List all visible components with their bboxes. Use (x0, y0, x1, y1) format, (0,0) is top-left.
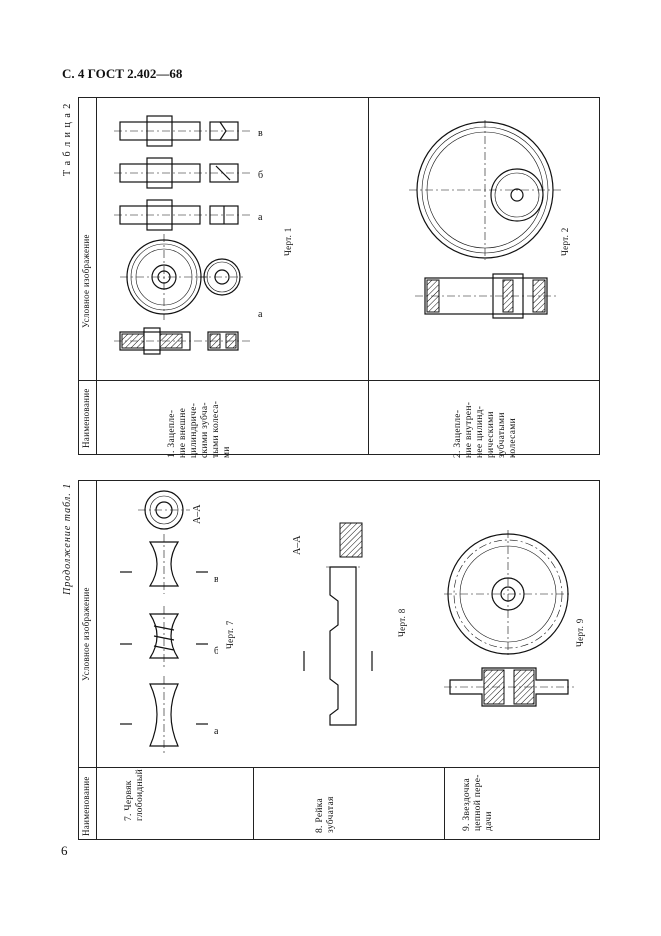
fig-1-letter-a: а (258, 212, 263, 223)
fig-1-letter-v: в (258, 128, 263, 139)
lower-row-9-name: 9. Звездочка цепной пере- дачи (462, 774, 494, 831)
fig-1-drawing: в б а а (112, 112, 272, 357)
upper-col-name-header: Наименование (81, 388, 91, 448)
upper-col-image-header: Условное изображение (81, 234, 91, 328)
fig-1-letter-b: б (258, 170, 263, 181)
page-number: 6 (61, 843, 68, 858)
fig-8-drawing: А–А (280, 515, 390, 745)
lower-fig-7-caption: Черт. 7 (225, 620, 235, 649)
lower-row-8-name: 8. Рейка зубчатая (315, 796, 336, 833)
lower-col-name-header: Наименование (81, 776, 91, 836)
fig-1-letter-a2: а (258, 309, 263, 320)
fig-8-section-label: А–А (292, 535, 303, 555)
page-header: С. 4 ГОСТ 2.402—68 (62, 66, 183, 81)
lower-fig-8-caption: Черт. 8 (397, 608, 407, 637)
upper-fig-1-caption: Черт. 1 (283, 227, 293, 256)
upper-table-caption: Т а б л и ц а 2 (62, 102, 73, 176)
upper-row-1-name: 1. Зацепле- ние внешне цилиндриче- скими… (167, 400, 232, 458)
fig-9-drawing (442, 528, 582, 728)
fig-7-drawing: А–А а б в (108, 484, 218, 769)
fig-7-letter-b: б (214, 646, 218, 657)
lower-row-7-name: 7. Червяк глобоидный (124, 769, 145, 821)
lower-col-image-header: Условное изображение (81, 587, 91, 681)
fig-2-drawing (405, 120, 565, 330)
upper-table: Условное изображение Наименование 1. Зац… (78, 97, 600, 458)
fig-7-letter-v: в (214, 574, 218, 585)
fig-7-section-label: А–А (192, 504, 203, 524)
upper-row-2-name: 2. Зацепле- ние внутрен- нее цилинд- рич… (453, 401, 518, 458)
lower-table-caption: Продолжение табл. 1 (62, 482, 73, 595)
fig-7-letter-a: а (214, 726, 218, 737)
